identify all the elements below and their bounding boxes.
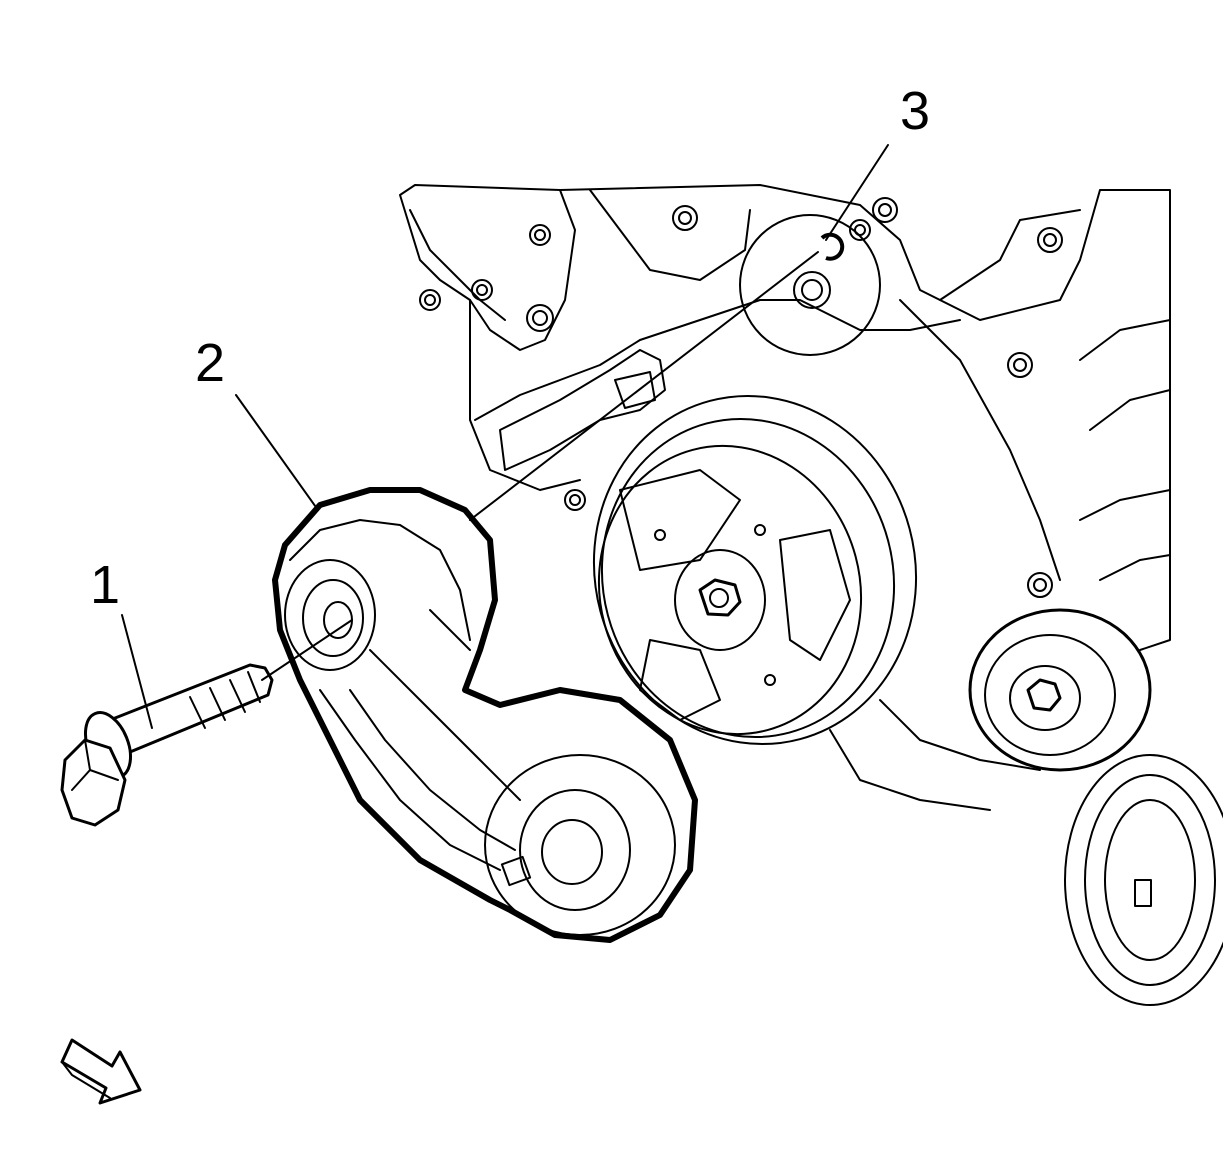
leader-line-1 xyxy=(121,614,153,729)
lower-right-pulley xyxy=(1064,754,1223,1006)
leader-line-2 xyxy=(235,394,319,511)
alignment-line xyxy=(469,251,819,521)
bolt-axis-line xyxy=(261,619,353,681)
callout-2: 2 xyxy=(194,333,226,393)
drive-belt-tensioner xyxy=(272,487,698,943)
crankshaft-balancer xyxy=(592,394,918,746)
callout-3: 3 xyxy=(899,81,931,141)
view-direction-arrow-icon xyxy=(60,1038,142,1105)
idler-pulley xyxy=(968,608,1152,772)
leader-line-3 xyxy=(825,144,889,241)
callout-1: 1 xyxy=(89,555,121,615)
leader-lines xyxy=(121,144,889,729)
engine-front-cover xyxy=(399,184,1171,811)
tensioner-bolt xyxy=(60,663,274,827)
